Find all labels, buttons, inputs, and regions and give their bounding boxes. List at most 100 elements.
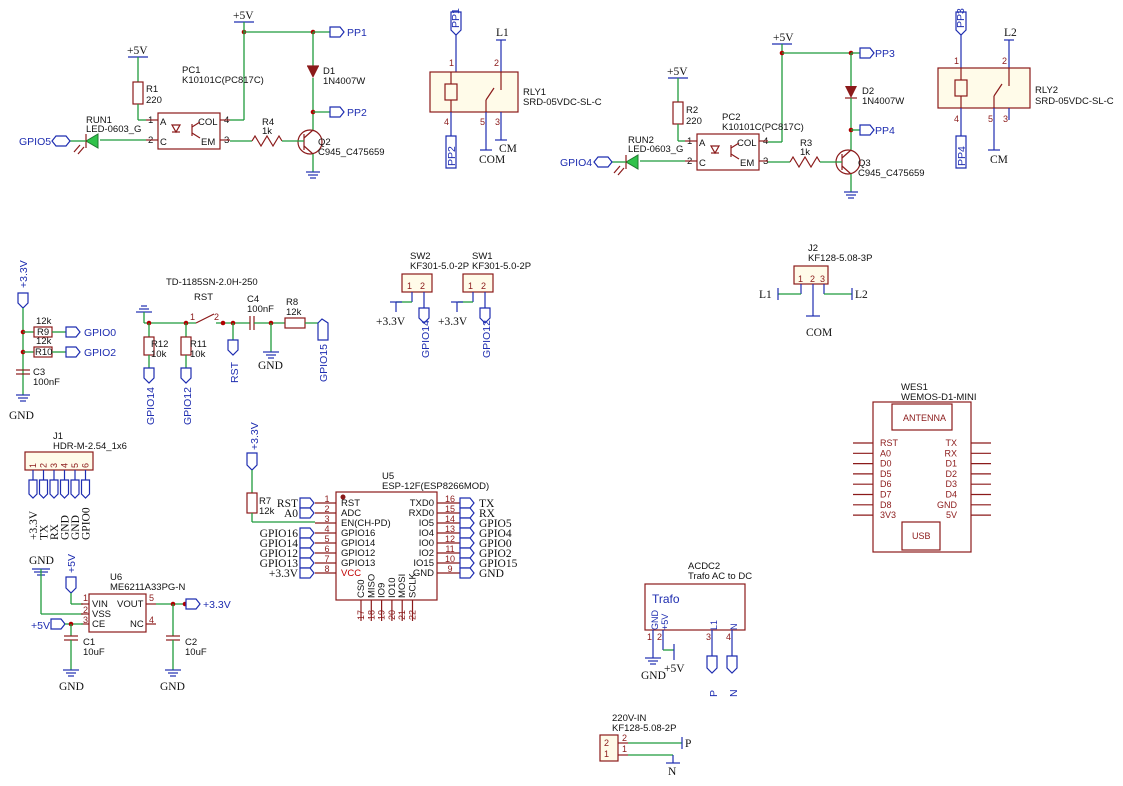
supply2-label: +5V <box>773 32 794 44</box>
rly2-pin3-num: 3 <box>1003 114 1008 124</box>
pc2-pin-a: A <box>699 138 706 149</box>
input-group: 220V-IN KF128-5.08-2P 2 1 2 1 P N <box>599 713 691 778</box>
esp-body <box>335 491 438 601</box>
d2-ref: D2 <box>862 86 874 97</box>
reg-gnd2-label: GND <box>160 681 185 693</box>
switches-group: SW2 KF301-5.0-2P 1 2 +3.3V GPIO14 SW1 KF… <box>376 251 531 358</box>
c1-value: 10uF <box>83 647 105 658</box>
pc2-optocoupler <box>696 133 760 171</box>
acdc-pin-gnd: GND <box>650 610 660 631</box>
j1-net-flag <box>49 479 59 499</box>
esp-right-num: 10 <box>445 554 455 564</box>
u6-pin5: 5 <box>149 593 154 603</box>
esp-right-num: 9 <box>447 564 452 574</box>
j1-net-label: TX <box>39 524 51 540</box>
sw2-ref: SW2 <box>410 251 431 262</box>
esp-bottom-num: 19 <box>377 610 387 620</box>
esp-right-net: TX <box>479 498 495 510</box>
esp-bottom-num: 20 <box>387 610 397 620</box>
input-pin1: 1 <box>604 749 609 759</box>
esp-right-net: RX <box>479 508 496 520</box>
pc1-pin-em: EM <box>201 137 215 148</box>
r12-gpio14-label: GPIO14 <box>145 387 157 425</box>
pp2-label: PP2 <box>347 107 367 119</box>
rly2-pin2-num: 2 <box>1002 56 1007 66</box>
esp-left-net: GPIO16 <box>260 528 299 540</box>
sw2-gpio14-flag <box>418 307 430 324</box>
esp-right-pin: IO15 <box>413 558 434 569</box>
r8-value: 12k <box>286 307 302 318</box>
j2-group: J2 KF128-5.08-3P 1 2 3 L1 COM L2 <box>759 243 872 339</box>
esp-bottom-num: 18 <box>366 610 376 620</box>
esp-left-net-flag <box>299 567 315 579</box>
esp-right-pin: TXD0 <box>410 498 434 509</box>
r9-value: 12k <box>36 316 52 327</box>
acdc-num-1: 1 <box>647 632 652 642</box>
c1-ref: C1 <box>83 637 95 648</box>
esp-bottom-pin: MISO <box>366 574 377 598</box>
pullup-supply-flag <box>17 292 29 309</box>
reset-sw-label: RST <box>194 292 213 303</box>
input-body <box>599 734 619 762</box>
rly1-pin4-num: 4 <box>444 117 449 127</box>
rly1-ref: RLY1 <box>523 87 546 98</box>
esp-left-num: 2 <box>324 504 329 514</box>
j1-net-label: GND <box>60 515 72 540</box>
r7-ref: R7 <box>259 496 271 507</box>
j1-net-label: +3.3V <box>28 510 40 540</box>
acdc-pin-n: N <box>729 624 739 631</box>
r10-ref: R10 <box>35 347 52 358</box>
d1-diode-symbol <box>307 66 319 78</box>
q3-ref: Q3 <box>858 158 871 169</box>
rly2-value: SRD-05VDC-SL-C <box>1035 96 1114 107</box>
j1-net-flag <box>28 479 38 499</box>
wemos-right-pin: TX <box>945 438 957 448</box>
gpio0-label: GPIO0 <box>84 327 116 339</box>
input-pin1-num: 1 <box>622 744 627 754</box>
wemos-left-pin: D6 <box>880 479 892 489</box>
c3-ref: C3 <box>33 367 45 378</box>
sw1-gpio12-label: GPIO12 <box>481 320 493 358</box>
c2-value: 10uF <box>185 647 207 658</box>
j1-pin-num: 2 <box>39 463 49 468</box>
esp-right-net: GPIO15 <box>479 558 518 570</box>
esp-right-net: GND <box>479 568 504 580</box>
run1-led <box>85 133 99 149</box>
input-n-label: N <box>668 766 677 778</box>
wemos-right-pin: D4 <box>945 490 957 500</box>
esp-left-pin: VCC <box>341 568 361 579</box>
rly1-pp1-label: PP1 <box>450 8 462 28</box>
r2-supply-label: +5V <box>667 66 688 78</box>
regulator-group: GND +5V U6 ME6211A33PG-N VIN VSS CE VOUT… <box>29 554 231 693</box>
sw2-supply-label: +3.3V <box>376 316 406 328</box>
gpio4-flag <box>593 156 613 168</box>
sw1-gpio12-flag <box>479 307 491 324</box>
j1-net-label: GND <box>70 515 82 540</box>
acdc-ref: ACDC2 <box>688 561 720 572</box>
acdc-n-flag <box>726 655 738 674</box>
rly1-com-label: COM <box>479 154 505 166</box>
esp-right-net-flag <box>459 537 475 549</box>
u6-pin2: 2 <box>83 605 88 615</box>
sw1-pin1: 1 <box>468 281 473 291</box>
esp-left-net: A0 <box>284 508 298 520</box>
run2-led <box>625 154 639 170</box>
rly2-pp3-flag <box>955 11 967 36</box>
u6-pin1: 1 <box>83 593 88 603</box>
wemos-left-pin: D8 <box>880 500 892 510</box>
j1-net-flag <box>80 479 91 499</box>
esp-bottom-pin: CS0 <box>356 580 367 598</box>
esp-left-pin: GPIO12 <box>341 548 375 559</box>
run2-value: LED-0603_G <box>628 144 683 155</box>
r1-supply-label: +5V <box>127 45 148 57</box>
d1-ref: D1 <box>323 66 335 77</box>
sw2-body <box>401 273 433 293</box>
c4-value: 100nF <box>247 304 274 315</box>
wemos-usb-label: USB <box>912 531 931 541</box>
j1-pin-num: 3 <box>49 463 59 468</box>
r2-resistor <box>672 101 684 125</box>
esp-right-net-flag <box>459 517 475 529</box>
q2-transistor <box>297 129 323 155</box>
